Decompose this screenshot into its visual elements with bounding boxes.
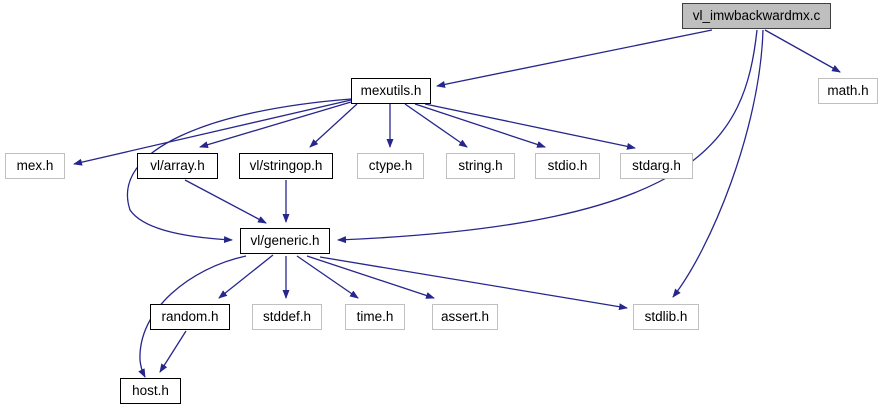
node-label: mex.h	[16, 158, 54, 174]
edge-mexutils-h-to-vl-array-h	[199, 101, 352, 149]
edge-vl-array-h-to-vl-generic-h	[184, 179, 267, 224]
edge-vl-generic-h-to-time-h	[296, 255, 359, 299]
node-label: stdlib.h	[644, 309, 688, 325]
node-host-h[interactable]: host.h	[120, 378, 181, 404]
edge-mexutils-h-to-vl-generic-h	[127, 98, 352, 244]
edge-vl-generic-h-to-host-h	[138, 255, 247, 378]
node-assert-h[interactable]: assert.h	[432, 304, 498, 330]
node-mexutils-h[interactable]: mexutils.h	[351, 78, 431, 104]
node-stdio-h[interactable]: stdio.h	[535, 153, 600, 179]
node-label: stdio.h	[547, 158, 588, 174]
node-label: vl/generic.h	[250, 233, 320, 249]
node-random-h[interactable]: random.h	[150, 304, 230, 330]
edge-vl-generic-h-to-assert-h	[306, 255, 435, 299]
node-label: ctype.h	[368, 158, 413, 174]
node-label: host.h	[132, 383, 169, 399]
node-vl-generic-h[interactable]: vl/generic.h	[240, 228, 330, 254]
graph-edges	[73, 29, 841, 378]
node-label: stdarg.h	[632, 158, 681, 174]
node-label: vl/array.h	[150, 158, 205, 174]
node-vl-imwbackwardmx-c[interactable]: vl_imwbackwardmx.c	[682, 3, 831, 29]
node-vl-array-h[interactable]: vl/array.h	[137, 153, 218, 179]
node-ctype-h[interactable]: ctype.h	[357, 153, 424, 179]
node-stddef-h[interactable]: stddef.h	[252, 304, 322, 330]
edge-vl-imwbackwardmx-c-to-math-h	[764, 29, 841, 73]
node-label: vl/stringop.h	[249, 158, 323, 174]
node-label: assert.h	[440, 309, 490, 325]
node-label: mexutils.h	[360, 83, 422, 99]
edge-random-h-to-host-h	[159, 330, 187, 373]
node-stdarg-h[interactable]: stdarg.h	[620, 153, 693, 179]
node-label: math.h	[827, 83, 869, 99]
edge-mexutils-h-to-stdio-h	[414, 103, 546, 148]
edge-mexutils-h-to-mex-h	[73, 99, 352, 166]
edge-vl-generic-h-to-random-h	[218, 254, 274, 299]
edge-vl-imwbackwardmx-c-to-stdlib-h	[672, 29, 764, 298]
node-label: time.h	[356, 309, 394, 325]
edge-vl-generic-h-to-stdlib-h	[319, 256, 628, 311]
node-time-h[interactable]: time.h	[345, 304, 405, 330]
node-string-h[interactable]: string.h	[446, 153, 515, 179]
edge-mexutils-h-to-string-h	[404, 103, 468, 148]
node-mex-h[interactable]: mex.h	[5, 153, 65, 179]
edge-vl-imwbackwardmx-c-to-vl-generic-h	[337, 29, 758, 244]
node-math-h[interactable]: math.h	[818, 78, 878, 104]
node-label: vl_imwbackwardmx.c	[692, 8, 821, 24]
edge-mexutils-h-to-stdarg-h	[424, 103, 636, 150]
edge-mexutils-h-to-vl-stringop-h	[309, 103, 358, 148]
edge-vl-imwbackwardmx-c-to-mexutils-h	[436, 29, 713, 88]
node-label: stddef.h	[262, 309, 312, 325]
node-vl-stringop-h[interactable]: vl/stringop.h	[239, 153, 333, 179]
node-label: string.h	[458, 158, 503, 174]
node-stdlib-h[interactable]: stdlib.h	[633, 304, 699, 330]
node-label: random.h	[161, 309, 219, 325]
